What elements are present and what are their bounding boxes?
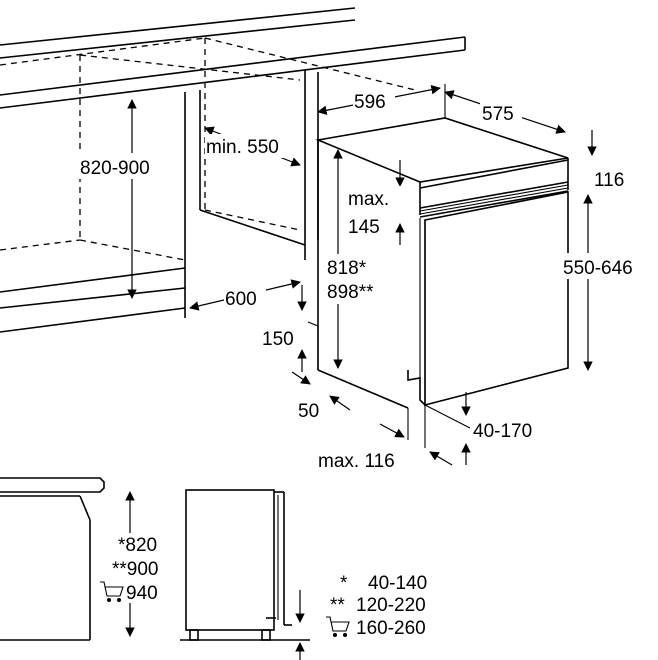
legend-marker-1: * [340,573,348,594]
cart-icon [326,616,350,637]
width-label: 596 [354,92,386,113]
cart-icon [100,581,124,602]
control-panel [419,159,569,218]
plinth-offset-label: 50 [298,401,319,422]
legend-value-1: 40-140 [368,573,427,594]
height-b-label: 898** [327,282,374,303]
cabinet-side-walls [0,70,319,333]
height-range-label: 820-900 [80,158,150,179]
dishwasher-body [315,117,569,409]
plinth-height-label: 150 [262,329,294,350]
max-value-label: 145 [348,217,380,238]
countertop-side [0,477,105,641]
max-label: max. [348,189,389,210]
legend-value-2: 120-220 [356,595,426,616]
front-height-label: 550-646 [563,258,633,279]
legend-value-3: 160-260 [356,618,426,639]
niche-depth-label: 600 [225,289,257,310]
lower-h1-label: *820 [118,535,157,556]
foot-range-label: 40-170 [473,421,532,442]
countertop [0,7,466,109]
legend-marker-2: ** [330,595,345,616]
lower-h3-label: 940 [126,583,158,604]
door-panel [407,191,569,407]
legend: * 40-140 ** 120-220 160-260 [326,573,427,639]
niche-dashed [0,37,416,261]
max-bottom-label: max. 116 [318,451,395,472]
min-depth-label: min. 550 [206,137,279,158]
depth-label: 575 [482,104,514,125]
height-a-label: 818* [327,258,367,279]
dishwasher-side [180,489,310,641]
top-gap-label: 116 [594,170,624,191]
lower-h2-label: **900 [112,559,159,580]
